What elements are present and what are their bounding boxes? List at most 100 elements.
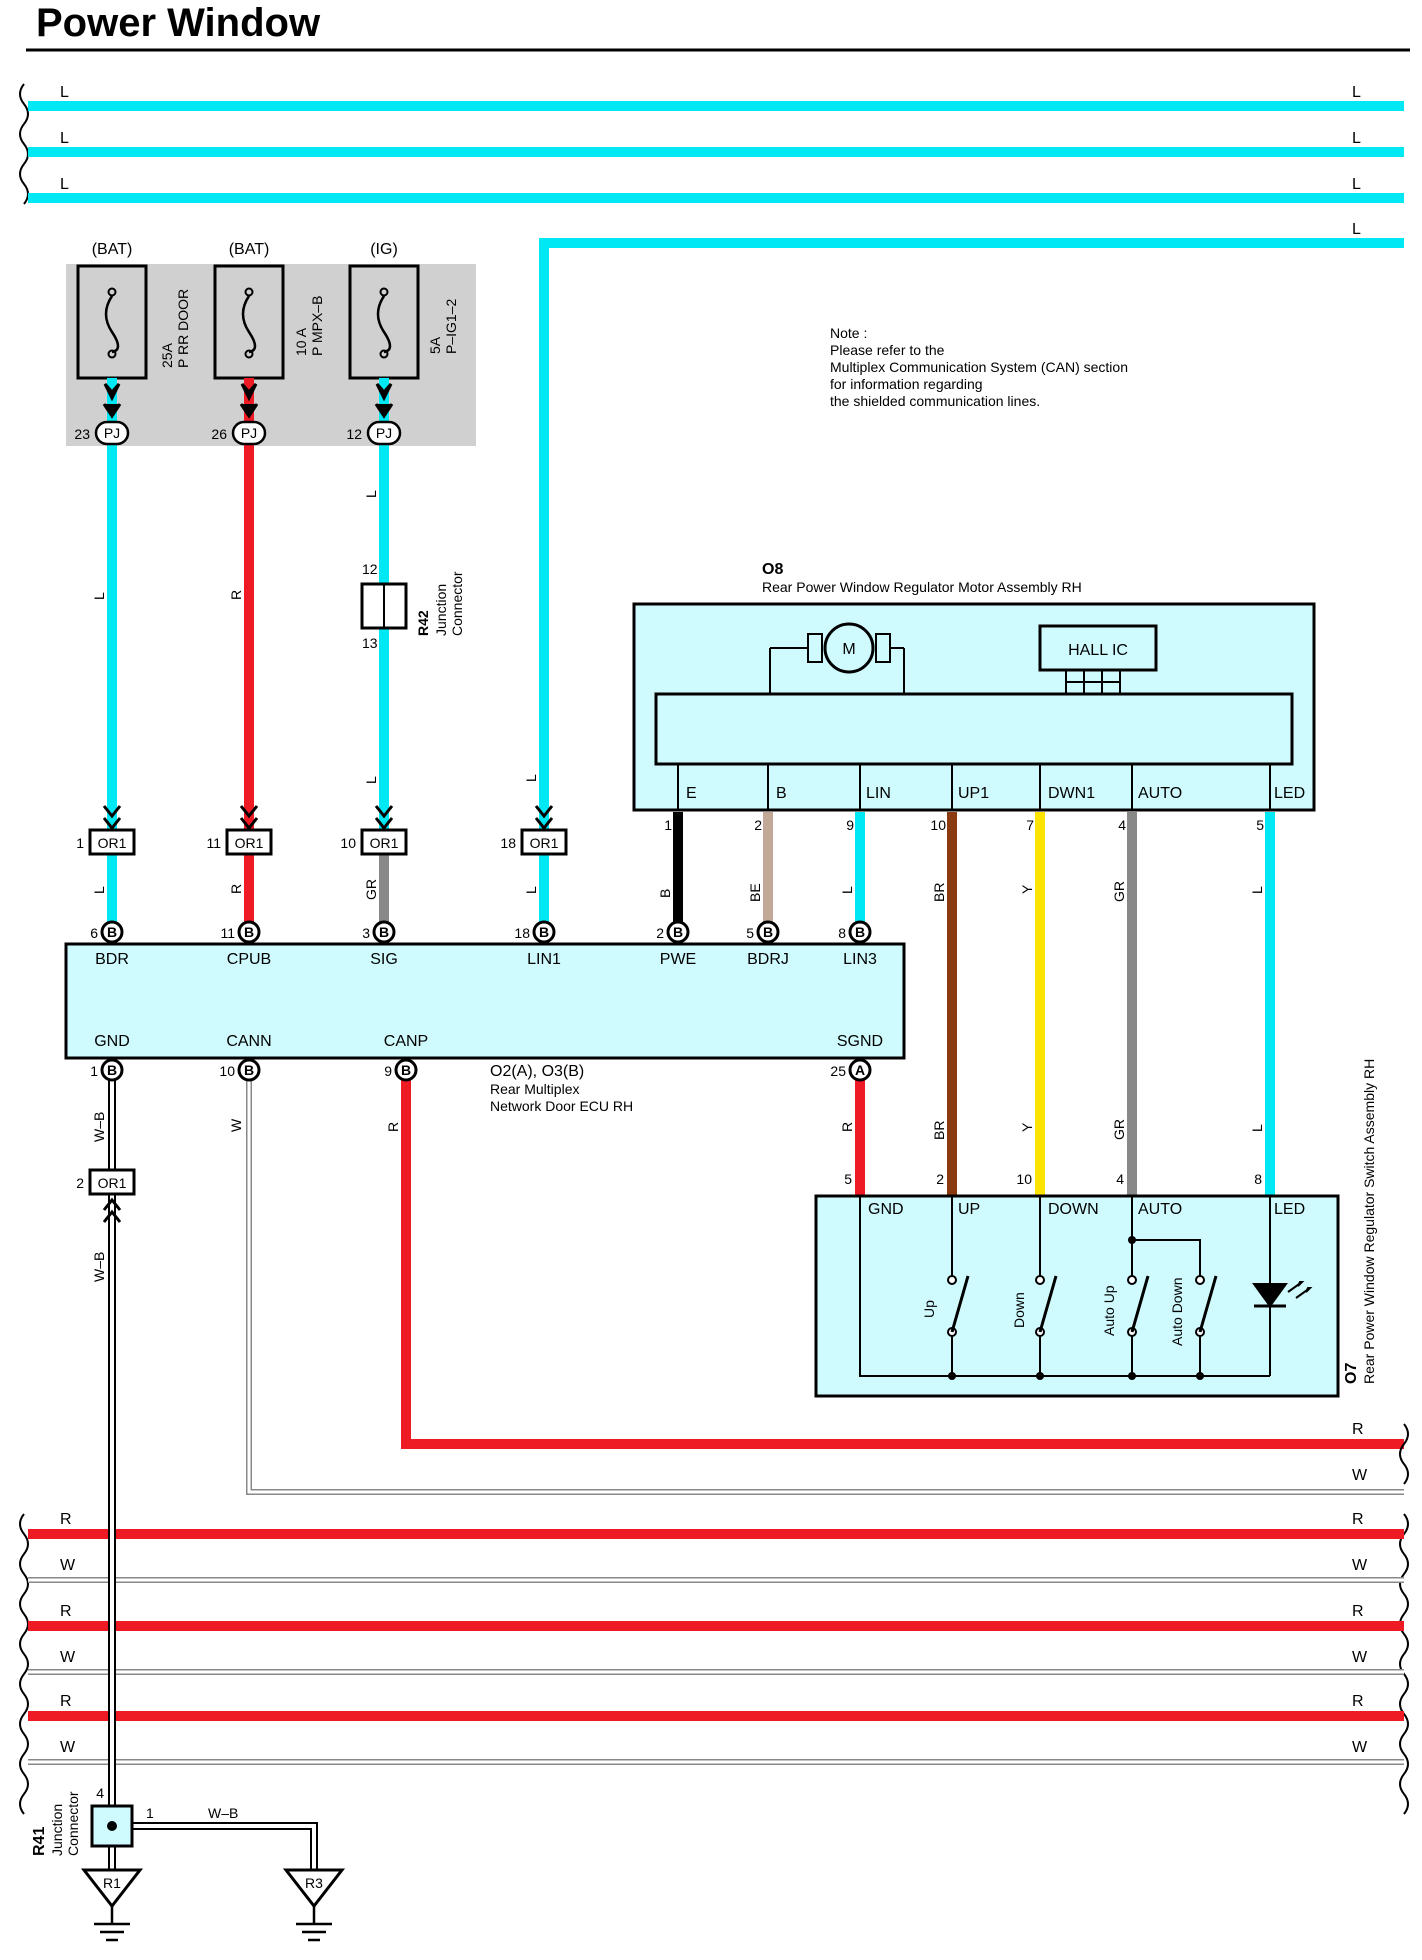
pin-number: 11 [206,835,221,851]
ecu-id: O2(A), O3(B) [490,1063,584,1080]
pin-circle [237,1058,261,1082]
pin-number: 12 [346,426,362,442]
note-line: the shielded communication lines. [830,393,1040,409]
junction-dot [948,1372,956,1380]
bus-wire-label: W [1352,1649,1368,1666]
ecu-bottom-pins: GND CANN CANP SGND [94,1033,883,1050]
pin-number: 10 [340,835,356,851]
ecu-bottom-pin-circles: B B B A 1 10 9 25 W–B W R R [90,1058,872,1142]
bus-wire-label: L [1352,176,1361,193]
pin-number: 8 [838,925,846,941]
pin-number: 7 [1026,817,1034,833]
connector-label: OR1 [98,1175,127,1191]
junction-dot [1196,1372,1204,1380]
fuse-terminal [244,287,254,297]
fuse-terminal [379,287,389,297]
bus-wire-label: R [60,1693,72,1710]
ecu-block [64,942,906,1060]
fuse-terminal [244,349,254,359]
note: Note : Please refer to the Multiplex Com… [830,325,1128,409]
bus-wire-label: L [1352,221,1361,238]
pin-number: 2 [936,1171,944,1187]
bus-wire-label: L [1352,130,1361,147]
pin-circle [532,920,556,944]
motor-name: Rear Power Window Regulator Motor Assemb… [762,579,1082,595]
motor-id: O8 [762,561,783,578]
motor-inner [654,692,1294,766]
pin-number: 5 [746,925,754,941]
fuse-rating: 25A [159,342,175,368]
ground-label: R1 [103,1875,121,1891]
page-title: Power Window [36,1,321,45]
ecu-pin-name: GND [94,1033,130,1050]
wire-color-label: R [839,1122,855,1132]
ecu-pin-name: CANP [384,1033,428,1050]
r41-id: R41 [31,1827,48,1856]
connector-arrow-icon [374,805,394,831]
connector-letter: B [401,1062,411,1078]
pin-circle [666,920,690,944]
ecu-name: Network Door ECU RH [490,1098,633,1114]
pin-number: 2 [754,817,762,833]
ecu-pin-name: LIN1 [527,951,561,968]
pin-number: 13 [362,635,378,651]
contact-label: Up [921,1300,937,1318]
terminal-name: GND [868,1201,904,1218]
terminal-name: UP [958,1201,980,1218]
switch-assembly: GND UP DOWN AUTO LED 5 2 10 4 8 Up Down [814,1059,1377,1398]
connector-label: OR1 [235,835,264,851]
bus-wire-label: L [60,84,69,101]
pin-number: 6 [90,925,98,941]
pin-number: 25 [830,1063,846,1079]
r41-wire-inner [110,1824,316,1880]
wave-break-right [1399,1513,1409,1815]
connector-label: OR1 [370,835,399,851]
connector-arrow-icon [102,805,122,831]
wire-color-label: L [91,592,107,600]
ecu-pin-name: CANN [226,1033,271,1050]
bus-wire-label: R [60,1603,72,1620]
connector-label: PJ [376,425,392,441]
pin-number: 9 [384,1063,392,1079]
pin-number: 1 [90,1063,98,1079]
or1-connector [225,828,273,856]
or1-gnd-connector: OR1 2 W–B [76,1168,136,1282]
connector-letter: B [673,924,683,940]
r41-wire-outer [108,1822,318,1880]
wire-color-label: BR [931,1121,947,1140]
connector-label: PJ [104,425,120,441]
pin-circle [394,1058,418,1082]
pin-number: 4 [96,1785,104,1801]
pin-circle [237,920,261,944]
ecu-pin-name: SGND [837,1033,883,1050]
wire-color-label: W–B [91,1252,107,1282]
connector-arrow-icon [102,383,122,419]
pin-circle [848,1058,872,1082]
wire-color-label: L [523,886,539,894]
terminal-name: AUTO [1138,1201,1182,1218]
wire-color-label: L [839,886,855,894]
terminal-name: LIN [866,785,891,802]
wire-color-label: B [657,889,673,898]
fuse-name: P–IG1–2 [443,299,459,354]
terminal-name: UP1 [958,785,989,802]
connector-letter: B [107,924,117,940]
connector-letter: B [244,924,254,940]
connector-arrow-icon [534,805,554,831]
wire-color-label: L [523,774,539,782]
pin-number: 10 [219,1063,235,1079]
fuse-name: P MPX–B [309,296,325,356]
r41-name: Junction [49,1804,65,1856]
note-line: Please refer to the [830,342,945,358]
r41-name: Connector [65,1791,81,1856]
motor-brush [807,633,823,663]
pin-number: 4 [1118,817,1126,833]
wire-color-label: L [363,490,379,498]
bottom-bus: R W R W R W R W R W R W [19,1511,1409,1815]
pin-number: 3 [362,925,370,941]
bus-wire-label: W [60,1557,76,1574]
connector-letter: B [855,924,865,940]
connector-letter: B [763,924,773,940]
led-light-icon [1287,1281,1313,1299]
